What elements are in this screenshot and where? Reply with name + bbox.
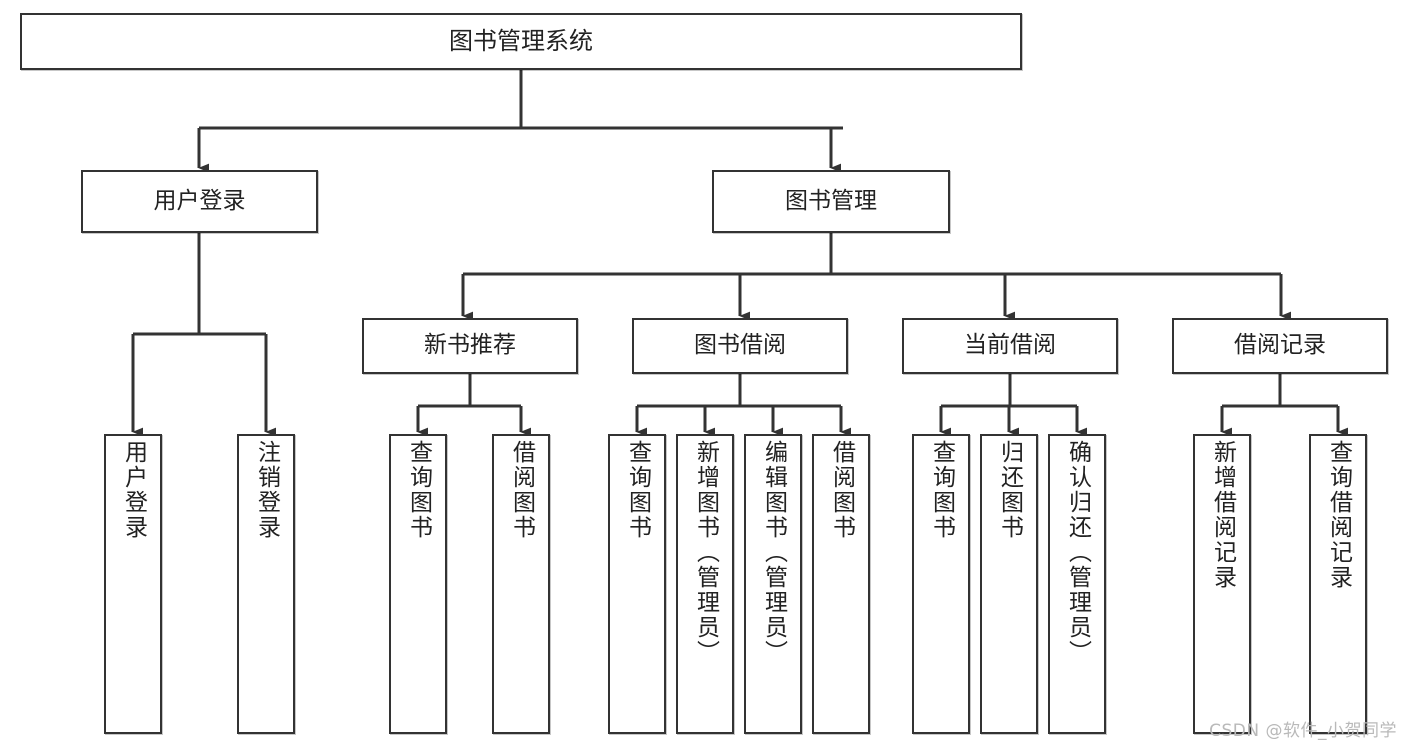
leaf-query-book-borrow[interactable]: 查询图书 <box>608 434 666 734</box>
node-book-management[interactable]: 图书管理 <box>712 170 950 233</box>
node-label: 查询图书 <box>928 440 955 540</box>
leaf-query-borrow-record[interactable]: 查询借阅记录 <box>1309 434 1367 734</box>
node-label: 查询图书 <box>624 440 651 540</box>
leaf-borrow-book[interactable]: 借阅图书 <box>812 434 870 734</box>
node-label: 编辑图书（管理员） <box>760 440 787 665</box>
node-book-borrow[interactable]: 图书借阅 <box>632 318 848 374</box>
node-label: 借阅图书 <box>828 440 855 540</box>
node-label: 图书管理系统 <box>449 27 593 56</box>
node-label: 新增图书（管理员） <box>692 440 719 665</box>
leaf-edit-book-admin[interactable]: 编辑图书（管理员） <box>744 434 802 734</box>
node-book-management-system[interactable]: 图书管理系统 <box>20 13 1022 70</box>
leaf-add-borrow-record[interactable]: 新增借阅记录 <box>1193 434 1251 734</box>
node-label: 图书借阅 <box>694 332 786 359</box>
node-label: 当前借阅 <box>964 332 1056 359</box>
node-borrow-record[interactable]: 借阅记录 <box>1172 318 1388 374</box>
leaf-return-book[interactable]: 归还图书 <box>980 434 1038 734</box>
node-label: 新书推荐 <box>424 332 516 359</box>
node-label: 新增借阅记录 <box>1209 440 1236 590</box>
node-current-borrow[interactable]: 当前借阅 <box>902 318 1118 374</box>
leaf-user-login[interactable]: 用户登录 <box>104 434 162 734</box>
leaf-logout[interactable]: 注销登录 <box>237 434 295 734</box>
watermark: CSDN @软件_小贺同学 <box>1209 721 1397 741</box>
leaf-confirm-return-admin[interactable]: 确认归还（管理员） <box>1048 434 1106 734</box>
node-label: 图书管理 <box>785 187 877 214</box>
node-label: 查询图书 <box>405 440 432 540</box>
node-label: 归还图书 <box>996 440 1023 540</box>
leaf-add-book-admin[interactable]: 新增图书（管理员） <box>676 434 734 734</box>
node-label: 借阅图书 <box>508 440 535 540</box>
node-label: 用户登录 <box>153 187 246 214</box>
node-new-book-recommend[interactable]: 新书推荐 <box>362 318 578 374</box>
node-label: 用户登录 <box>120 440 147 540</box>
node-label: 注销登录 <box>253 440 280 540</box>
node-label: 借阅记录 <box>1234 332 1326 359</box>
node-label: 查询借阅记录 <box>1325 440 1352 590</box>
node-label: 确认归还（管理员） <box>1064 440 1091 665</box>
node-user-login[interactable]: 用户登录 <box>81 170 318 233</box>
leaf-query-book-current[interactable]: 查询图书 <box>912 434 970 734</box>
leaf-query-book-recommend[interactable]: 查询图书 <box>389 434 447 734</box>
leaf-borrow-book-recommend[interactable]: 借阅图书 <box>492 434 550 734</box>
